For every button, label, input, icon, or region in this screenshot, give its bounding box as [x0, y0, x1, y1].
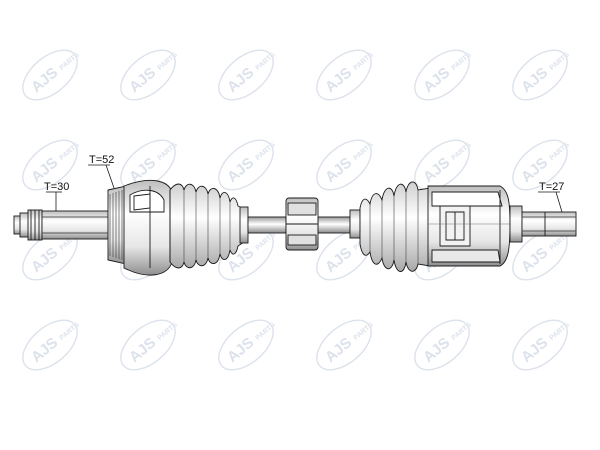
watermark-brand: AJS	[518, 334, 551, 366]
callout-inner-spline	[538, 191, 563, 213]
drive-shaft	[13, 179, 577, 276]
watermark-brand: AJS	[420, 154, 453, 186]
inner-boot	[359, 181, 431, 272]
watermark-brand: AJS	[224, 64, 257, 96]
callout-label-outer-spline: T=30	[44, 181, 69, 193]
damper-weight	[285, 197, 319, 251]
abs-ring	[107, 185, 127, 265]
callout-label-abs-ring: T=52	[89, 154, 114, 166]
outer-stub	[13, 209, 43, 241]
callout-outer-spline	[46, 191, 62, 211]
main-shaft	[247, 216, 351, 234]
inner-spline-section	[509, 205, 577, 243]
watermark-brand: AJS	[126, 64, 159, 96]
watermark-brand: AJS	[322, 244, 355, 276]
watermark-brand: AJS	[322, 334, 355, 366]
callout-label-inner-spline: T=27	[539, 181, 564, 193]
watermark-brand: AJS	[518, 64, 551, 96]
watermark-brand: AJS	[28, 64, 61, 96]
watermark-brand: AJS	[224, 154, 257, 186]
watermark-brand: AJS	[420, 64, 453, 96]
watermark-brand: AJS	[28, 244, 61, 276]
watermark-brand: AJS	[420, 334, 453, 366]
watermark-brand: AJS	[322, 154, 355, 186]
watermark-brand: AJS	[518, 244, 551, 276]
inner-boot-clamp	[349, 209, 361, 239]
outer-spline-section	[41, 210, 109, 240]
outer-cv-joint	[123, 179, 173, 276]
watermark-brand: AJS	[126, 334, 159, 366]
inner-cv-joint	[427, 185, 511, 267]
watermark-brand: AJS	[28, 334, 61, 366]
watermark-brand: AJS	[322, 64, 355, 96]
watermark-brand: AJS	[224, 334, 257, 366]
callout-abs-ring	[88, 164, 115, 189]
